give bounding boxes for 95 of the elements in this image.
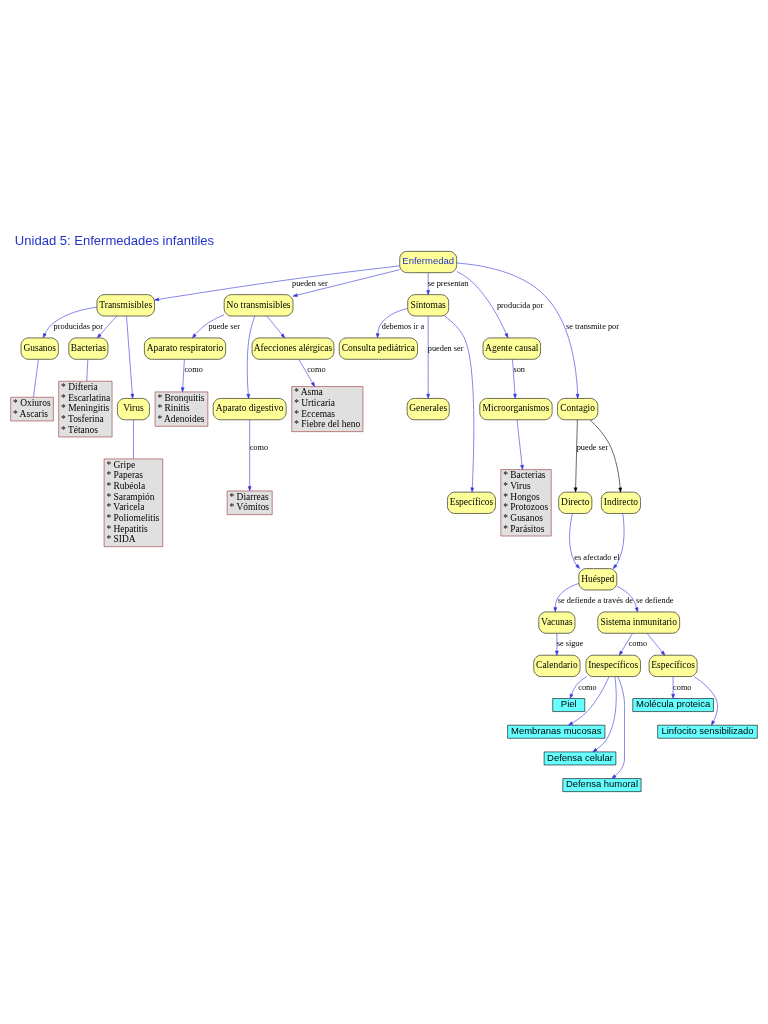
edge-label: se transmite por (565, 322, 619, 332)
node-box: Molécula proteica (632, 698, 714, 712)
arrow (154, 265, 400, 302)
node-box: Específicos (447, 491, 496, 514)
diagram-title: Unidad 5: Enfermedades infantiles (14, 233, 215, 249)
arrow (568, 676, 610, 726)
arrow (456, 262, 580, 399)
edge-label: son (513, 365, 525, 375)
connector (86, 359, 89, 382)
arrow (619, 633, 633, 656)
arrow (298, 359, 315, 387)
node-box: * Asma * Urticaria * Eccemas * Fiebre del heno (291, 386, 364, 432)
node-box: Bacterias (68, 337, 109, 360)
edge-label: debemos ir a (381, 322, 425, 332)
arrow (126, 315, 135, 399)
node-box: * Bacterias * Virus * Hongos * Protozoos * Gusanos * Parásitos (500, 469, 552, 537)
node-box: Aparato respiratorio (144, 337, 226, 360)
arrow (693, 676, 718, 726)
node-box: Contagio (557, 398, 599, 421)
connector (133, 419, 134, 459)
node-box: Específicos (648, 654, 698, 677)
node-box: Inespecíficos (585, 654, 641, 677)
edge-label: se defiende (635, 596, 674, 606)
edge-label: como (184, 365, 203, 375)
edge-label: pueden ser (427, 343, 464, 353)
arrow (569, 513, 580, 569)
arrow (444, 315, 475, 493)
node-box: * Difteria * Escarlatina * Meningitis * Tosferina * Tétanos (58, 380, 113, 438)
node-box: * Bronquitis * Rinitis * Adenoides (154, 391, 209, 427)
arrow (292, 269, 400, 297)
node-box: Calendario (533, 654, 581, 677)
arrow (192, 314, 225, 339)
node-box: Transmisibles (96, 294, 155, 317)
node-box: Piel (552, 698, 586, 712)
node-box: Síntomas (407, 294, 449, 317)
node-box: Linfocito sensibilizado (657, 724, 758, 739)
edge-label: como (249, 443, 269, 453)
node-box: Defensa celular (543, 751, 617, 766)
arrow (616, 585, 639, 613)
node-box: Membranas mucosas (507, 724, 606, 739)
node-box: Virus (117, 398, 150, 421)
node-box: Indirecto (601, 491, 641, 514)
arrow (247, 419, 252, 492)
edge-label: se presentan (427, 278, 469, 288)
arrow (375, 308, 408, 339)
arrow (573, 419, 578, 493)
arrow (180, 359, 185, 393)
edge-label: puede ser (208, 322, 240, 332)
arrow (426, 315, 430, 399)
node-box: Sistema inmunitario (597, 611, 680, 634)
edge-label: es afectado el (574, 552, 620, 562)
edge-label: como (673, 682, 692, 692)
node-box: Afecciones alérgicas (251, 337, 335, 360)
arrow (516, 419, 524, 470)
arrow (611, 676, 625, 779)
node-box: Agente causal (482, 337, 541, 360)
node-box: Gusanos (20, 337, 59, 360)
node-box: Consulta pediátrica (338, 337, 418, 360)
edge-label: se sigue (556, 639, 584, 649)
node-box: Directo (558, 491, 593, 514)
arrow (589, 419, 622, 493)
edge-label: producida por (496, 300, 544, 310)
arrow (612, 513, 625, 569)
arrow (646, 633, 666, 656)
node-box: * Diarreas * Vómitos (226, 490, 273, 515)
arrow (592, 676, 617, 753)
node-box: No transmisibles (223, 294, 294, 317)
edge-label: como (578, 682, 597, 692)
edge-label: como (307, 365, 326, 375)
arrow (569, 676, 587, 699)
arrow (512, 359, 517, 399)
node-box: Huésped (578, 568, 618, 591)
connector (33, 359, 39, 398)
arrow (671, 676, 675, 699)
arrow (97, 315, 117, 339)
edge-label: pueden ser (292, 278, 328, 288)
arrow (246, 315, 255, 399)
arrow (42, 306, 98, 338)
node-box: * Oxiuros * Ascaris (10, 396, 54, 422)
node-box: Generales (406, 398, 450, 421)
node-box: Vacunas (538, 611, 576, 634)
node-box: Aparato digestivo (212, 398, 287, 421)
arrow (555, 633, 559, 656)
edge-label: producidas por (53, 322, 104, 332)
node-box: Enfermedad (399, 251, 457, 273)
edge-label: puede ser (576, 443, 609, 453)
arrow (426, 272, 430, 295)
edge-label: se defiende a través de (557, 596, 633, 606)
node-box: Defensa humoral (562, 778, 642, 792)
arrow (553, 583, 580, 613)
node-box: Microorganismos (479, 398, 553, 421)
arrow (456, 271, 509, 339)
edge-label: como (628, 639, 648, 649)
arrow (266, 315, 285, 339)
node-box: * Gripe * Paperas * Rubéola * Sarampión * Varicela * Poliomelitis * Hepatitis * SIDA (103, 458, 164, 547)
